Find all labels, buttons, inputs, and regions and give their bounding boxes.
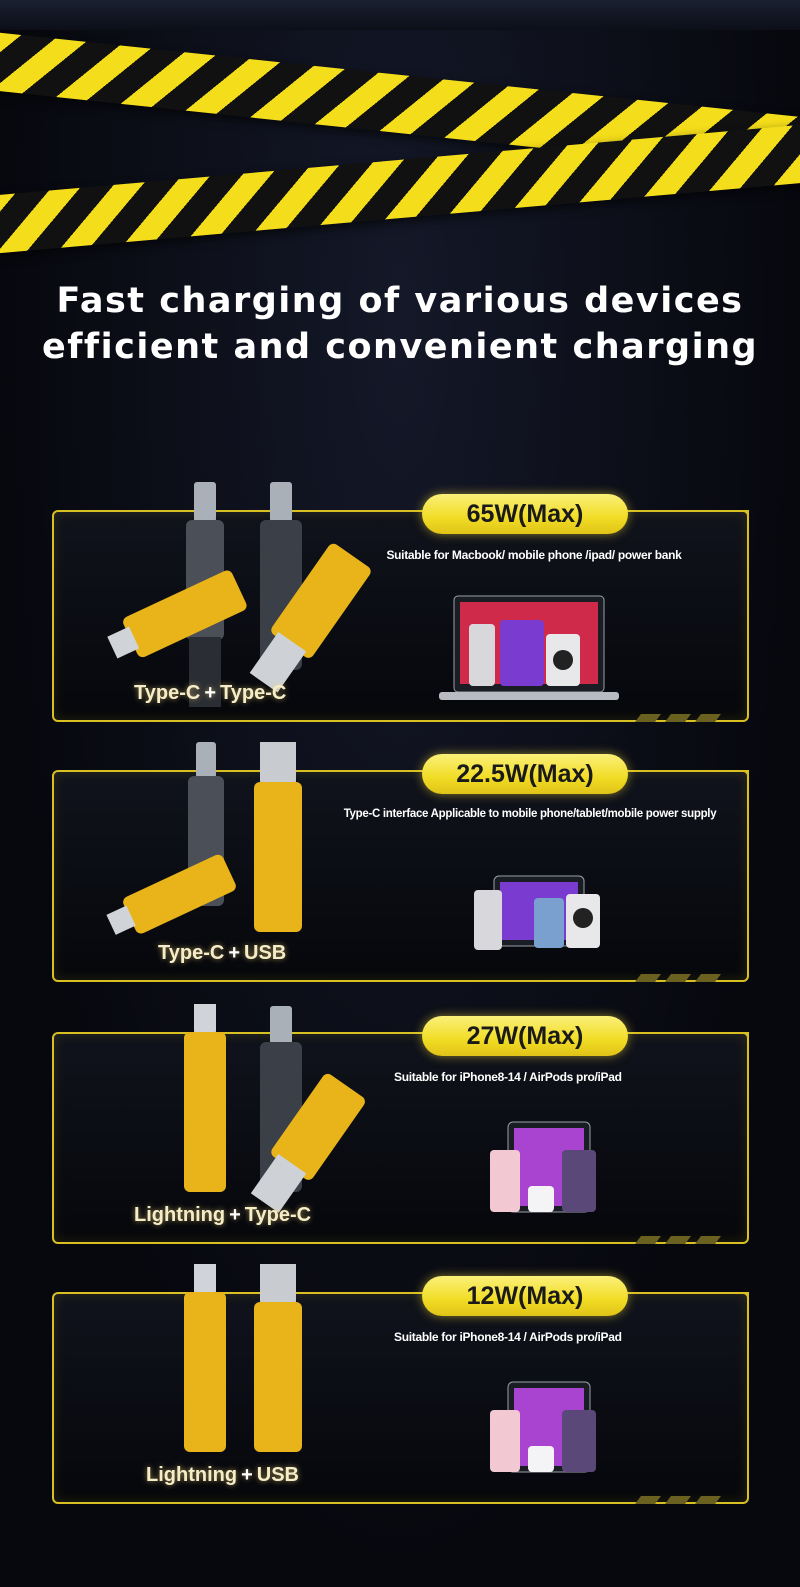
connector-b: USB [244, 942, 287, 964]
power-badge: 65W(Max) [422, 494, 628, 534]
plus-sign: + [229, 1204, 241, 1226]
devices-illustration [490, 1121, 596, 1213]
connector-label: Lightning+Type-C [134, 1204, 311, 1227]
power-badge: 22.5W(Max) [422, 754, 628, 794]
headline: Fast charging of various devices efficie… [0, 278, 800, 370]
headline-line-1: Fast charging of various devices [56, 281, 744, 321]
connector-b: Type-C [220, 682, 287, 704]
connector-label: Lightning+USB [146, 1464, 299, 1487]
connector-a: Type-C [134, 682, 201, 704]
connector-b: USB [256, 1464, 299, 1486]
connector-label: Type-C+Type-C [134, 682, 286, 705]
connector-b: Type-C [244, 1204, 312, 1226]
charging-card-27w: 27W(Max) Suitable for iPhone8-14 / AirPo… [52, 1004, 749, 1244]
power-badge: 12W(Max) [422, 1276, 628, 1316]
devices-illustration [474, 875, 600, 950]
compatibility-text: Suitable for iPhone8-14 / AirPods pro/iP… [394, 1330, 622, 1344]
connector-a: Lightning [134, 1204, 226, 1226]
corner-stripes [635, 714, 721, 722]
headline-line-2: efficient and convenient charging [41, 327, 759, 367]
charging-card-22-5w: 22.5W(Max) Type-C interface Applicable t… [52, 742, 749, 982]
corner-stripes [635, 974, 721, 982]
corner-stripes [635, 1236, 721, 1244]
cable-illustration [184, 1004, 365, 1213]
plus-sign: + [204, 682, 216, 704]
connector-a: Type-C [158, 942, 225, 964]
plus-sign: + [241, 1464, 253, 1486]
compatibility-text: Type-C interface Applicable to mobile ph… [343, 808, 717, 820]
cable-illustration [184, 1264, 302, 1452]
charging-card-65w: 65W(Max) Suitable for Macbook/ mobile ph… [52, 482, 749, 722]
caution-tape [0, 118, 800, 260]
connector-label: Type-C+USB [158, 942, 286, 965]
cable-illustration [106, 742, 302, 935]
cable-illustration [107, 482, 371, 707]
corner-stripes [635, 1496, 721, 1504]
devices-illustration [439, 595, 619, 700]
charging-card-12w: 12W(Max) Suitable for iPhone8-14 / AirPo… [52, 1264, 749, 1504]
compatibility-text: Suitable for iPhone8-14 / AirPods pro/iP… [394, 1070, 622, 1084]
connector-a: Lightning [146, 1464, 238, 1486]
plus-sign: + [228, 942, 240, 964]
top-photo-strip [0, 0, 800, 30]
compatibility-text: Suitable for Macbook/ mobile phone /ipad… [386, 548, 682, 562]
devices-illustration [490, 1381, 596, 1473]
power-badge: 27W(Max) [422, 1016, 628, 1056]
